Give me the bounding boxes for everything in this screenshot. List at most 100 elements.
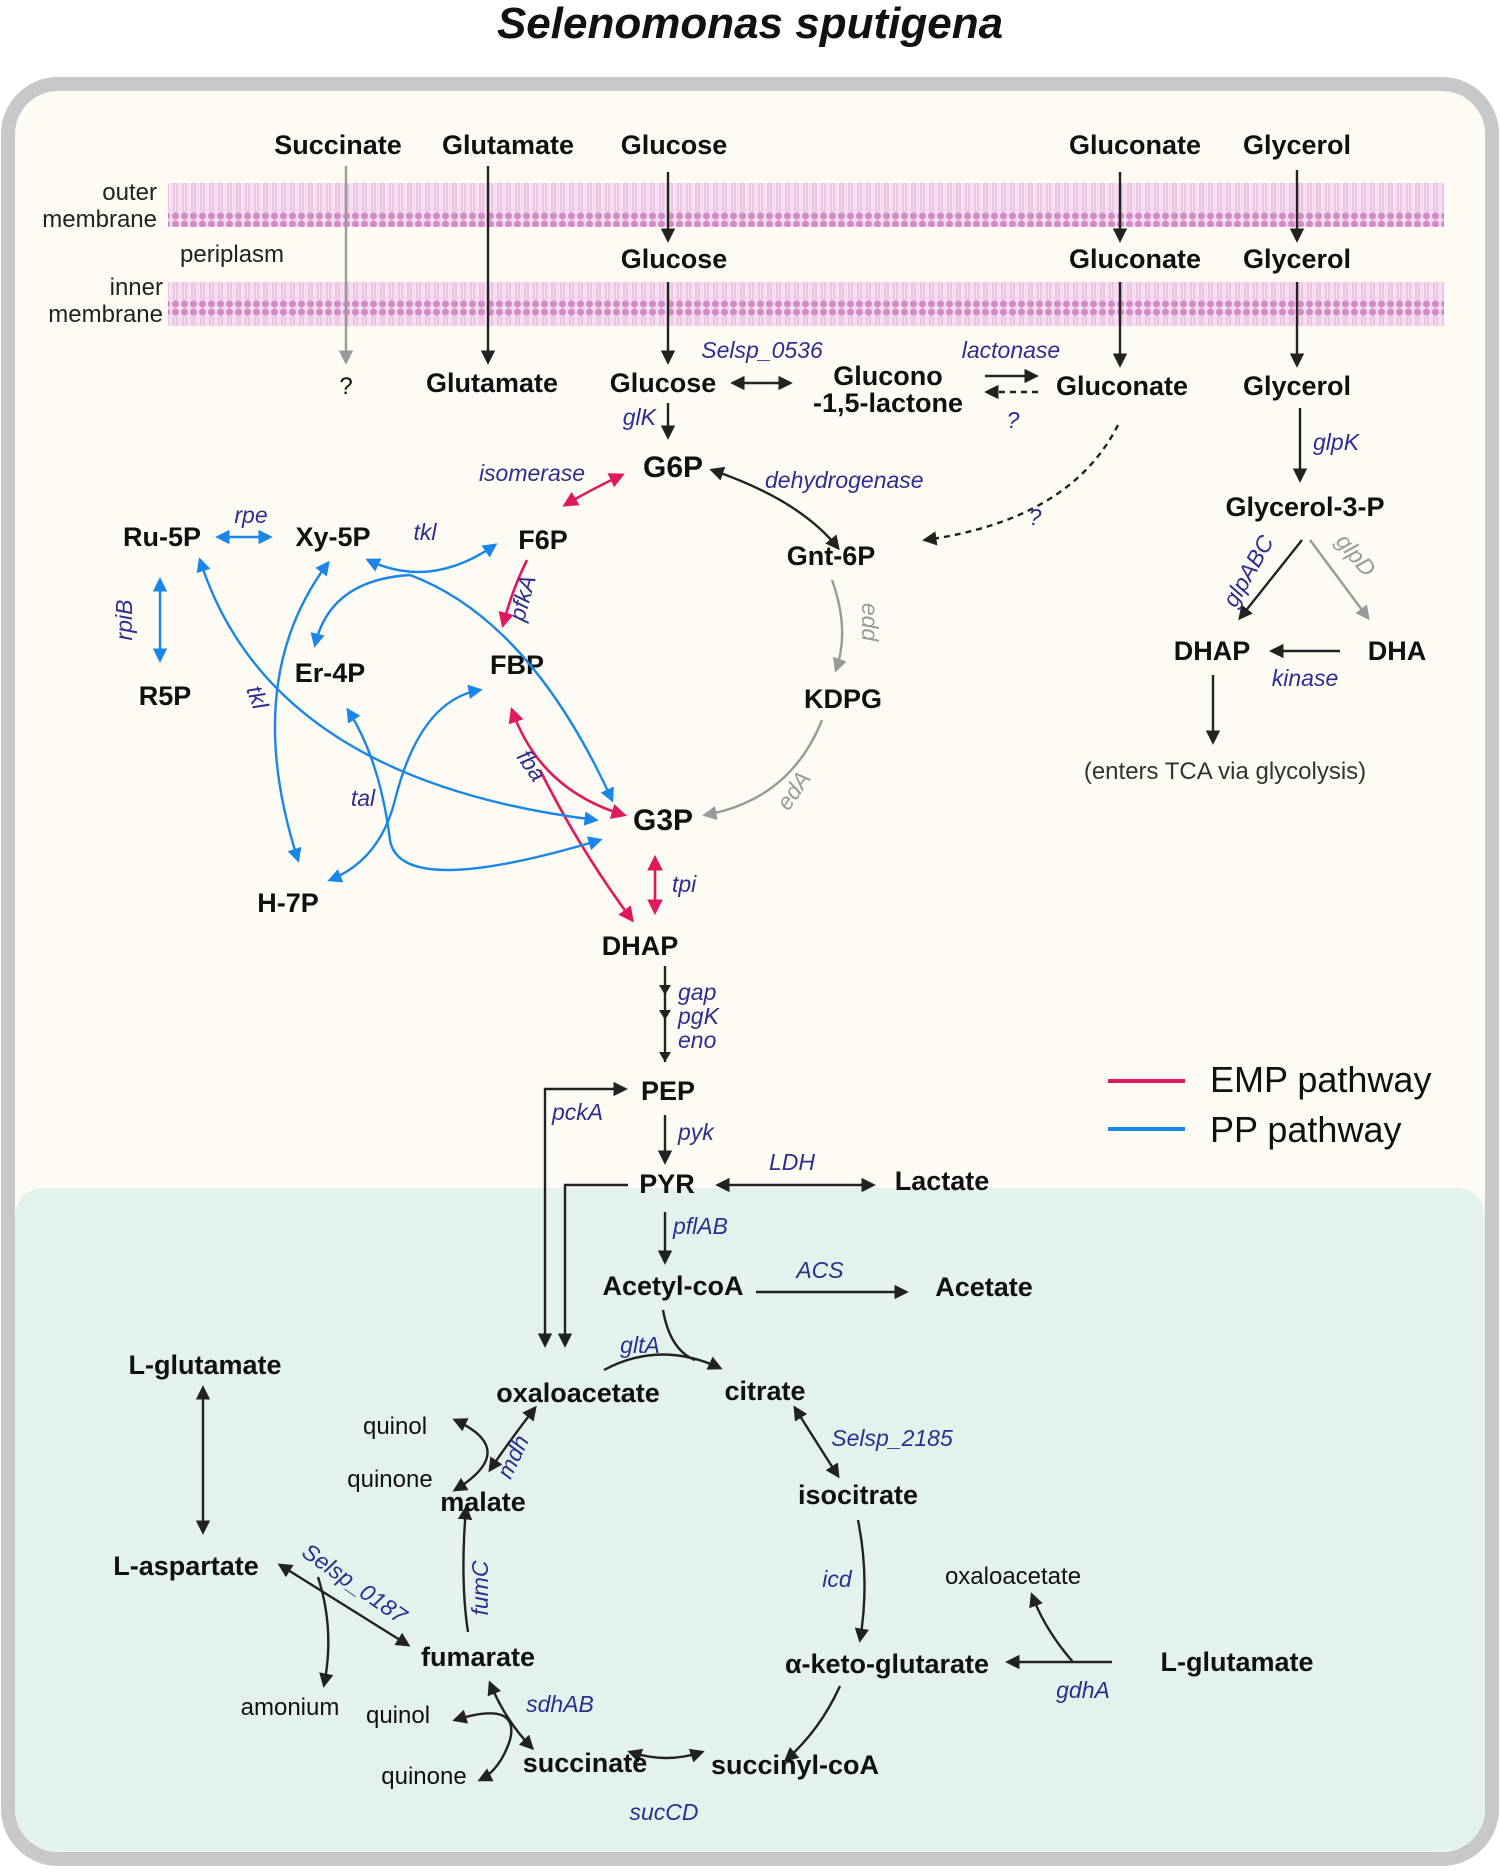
eda-arrow bbox=[702, 719, 824, 821]
glta-arrow bbox=[603, 1353, 723, 1372]
quinone-lower: quinone bbox=[381, 1763, 466, 1790]
met-acetylcoa: Acetyl-coA bbox=[602, 1271, 743, 1301]
lactonase-unknown: ? bbox=[1007, 407, 1020, 433]
enzyme-ldh: LDH bbox=[769, 1149, 815, 1175]
glucono-lactone-line1: Glucono bbox=[833, 361, 943, 391]
met-glycerol-3p: Glycerol-3-P bbox=[1225, 492, 1384, 522]
enzyme-pgk: pgK bbox=[677, 1003, 721, 1029]
enzyme-lactonase: lactonase bbox=[962, 337, 1060, 363]
pgk-arrowhead bbox=[659, 1010, 671, 1020]
ext-glucose: Glucose bbox=[621, 130, 728, 160]
met-ru5p: Ru-5P bbox=[123, 522, 201, 552]
met-dhap: DHAP bbox=[602, 931, 679, 961]
met-r5p: R5P bbox=[139, 681, 192, 711]
quinone-upper: quinone bbox=[347, 1466, 432, 1493]
enzyme-selsp-0536: Selsp_0536 bbox=[701, 337, 823, 363]
tkl-xy5p-h7p-arrow bbox=[273, 560, 330, 863]
outer-membrane bbox=[168, 183, 1444, 227]
enzyme-fumc: fumC bbox=[467, 1560, 493, 1615]
met-l-aspartate: L-aspartate bbox=[113, 1551, 259, 1581]
icd-arrow bbox=[854, 1519, 869, 1643]
met-fbp: FBP bbox=[490, 650, 544, 680]
aspartate-fumarate-arrow bbox=[277, 1563, 411, 1647]
ext-glycerol: Glycerol bbox=[1243, 130, 1351, 160]
tal-h7p-fbp-arrow bbox=[327, 684, 483, 883]
enzyme-sdhab: sdhAB bbox=[526, 1691, 594, 1717]
sdhab-arrow bbox=[487, 1680, 534, 1751]
enzyme-kinase: kinase bbox=[1272, 665, 1338, 691]
enzyme-acs: ACS bbox=[794, 1257, 844, 1283]
inner-membrane bbox=[168, 282, 1444, 326]
ext-succinate: Succinate bbox=[274, 130, 402, 160]
met-er4p: Er-4P bbox=[295, 658, 366, 688]
quinol-lower: quinol bbox=[366, 1702, 430, 1729]
met-f6p: F6P bbox=[518, 525, 568, 555]
met-xy5p: Xy-5P bbox=[295, 522, 370, 552]
met-l-glutamate-right: L-glutamate bbox=[1160, 1647, 1313, 1677]
enzyme-dehydrogenase: dehydrogenase bbox=[765, 467, 924, 493]
enzyme-eno: eno bbox=[678, 1027, 717, 1053]
peri-glycerol: Glycerol bbox=[1243, 244, 1351, 274]
isomerase-arrow bbox=[562, 473, 625, 507]
cyto-gluconate: Gluconate bbox=[1056, 371, 1188, 401]
acetylcoa-into-citrate bbox=[661, 1309, 696, 1362]
outer-membrane-label-1: outer bbox=[102, 179, 157, 206]
enters-tca-note: (enters TCA via glycolysis) bbox=[1084, 758, 1366, 785]
enzyme-rpe: rpe bbox=[234, 502, 267, 528]
pcka-arrow bbox=[537, 1081, 628, 1348]
enzyme-icd: icd bbox=[822, 1566, 853, 1592]
met-lactate: Lactate bbox=[895, 1166, 990, 1196]
ammonium-release-arrow bbox=[316, 1576, 334, 1688]
cyto-glucose: Glucose bbox=[610, 368, 717, 398]
met-isocitrate: isocitrate bbox=[798, 1480, 918, 1510]
met-dha: DHA bbox=[1368, 636, 1427, 666]
fumc-arrow bbox=[457, 1505, 473, 1633]
outer-membrane-label-2: membrane bbox=[42, 206, 157, 233]
akg-succinylcoa-arrow bbox=[783, 1685, 842, 1762]
enzyme-tkl-top: tkl bbox=[414, 519, 438, 545]
met-pep: PEP bbox=[641, 1076, 695, 1106]
met-malate: malate bbox=[440, 1487, 526, 1517]
met-akg: α-keto-glutarate bbox=[785, 1649, 989, 1679]
succd-arrow bbox=[627, 1748, 705, 1763]
inner-membrane-label-2: membrane bbox=[48, 301, 163, 328]
quinol-upper: quinol bbox=[363, 1413, 427, 1440]
met-g3p: G3P bbox=[633, 804, 693, 837]
eno-arrowhead bbox=[659, 1052, 671, 1062]
met-acetate: Acetate bbox=[935, 1272, 1033, 1302]
enzyme-glpk: glpK bbox=[1313, 429, 1361, 455]
gluconate-kinase-unknown: ? bbox=[1029, 504, 1042, 530]
enzyme-isomerase: isomerase bbox=[479, 460, 585, 486]
pyr-oxaloacetate-arrow bbox=[557, 1183, 628, 1348]
ext-gluconate: Gluconate bbox=[1069, 130, 1201, 160]
enzyme-gdha: gdhA bbox=[1056, 1677, 1110, 1703]
met-fumarate: fumarate bbox=[421, 1642, 535, 1672]
periplasm-label: periplasm bbox=[180, 241, 284, 268]
enzyme-succd: sucCD bbox=[629, 1799, 698, 1825]
citrate-isocitrate-arrow bbox=[793, 1405, 840, 1479]
met-kdpg: KDPG bbox=[804, 684, 882, 714]
mdh-quinone-arrow bbox=[452, 1418, 489, 1492]
met-oxaloacetate-side: oxaloacetate bbox=[945, 1563, 1081, 1590]
legend-emp-label: EMP pathway bbox=[1210, 1059, 1431, 1100]
edd-arrow bbox=[830, 579, 847, 673]
glpabc-arrow bbox=[1238, 539, 1303, 621]
peri-glucose: Glucose bbox=[621, 244, 728, 274]
enzyme-pflab: pflAB bbox=[672, 1213, 728, 1239]
met-succinylcoa: succinyl-coA bbox=[711, 1750, 879, 1780]
g6p-gnt6p-arrow bbox=[709, 466, 840, 551]
cyto-glycerol: Glycerol bbox=[1243, 371, 1351, 401]
legend-pp-label: PP pathway bbox=[1210, 1109, 1401, 1150]
met-g6p: G6P bbox=[643, 451, 703, 484]
unknown-product: ? bbox=[339, 373, 352, 400]
met-succinate: succinate bbox=[523, 1748, 648, 1778]
gluconate-gnt6p-dashed-arrow bbox=[922, 424, 1120, 546]
met-l-glutamate-left: L-glutamate bbox=[128, 1350, 281, 1380]
enzyme-glta: gltA bbox=[620, 1332, 660, 1358]
sdhab-quinone-arrow bbox=[452, 1709, 513, 1782]
met-citrate: citrate bbox=[724, 1376, 805, 1406]
met-amonium: amonium bbox=[241, 1694, 340, 1721]
enzyme-rpib: rpiB bbox=[111, 600, 137, 641]
